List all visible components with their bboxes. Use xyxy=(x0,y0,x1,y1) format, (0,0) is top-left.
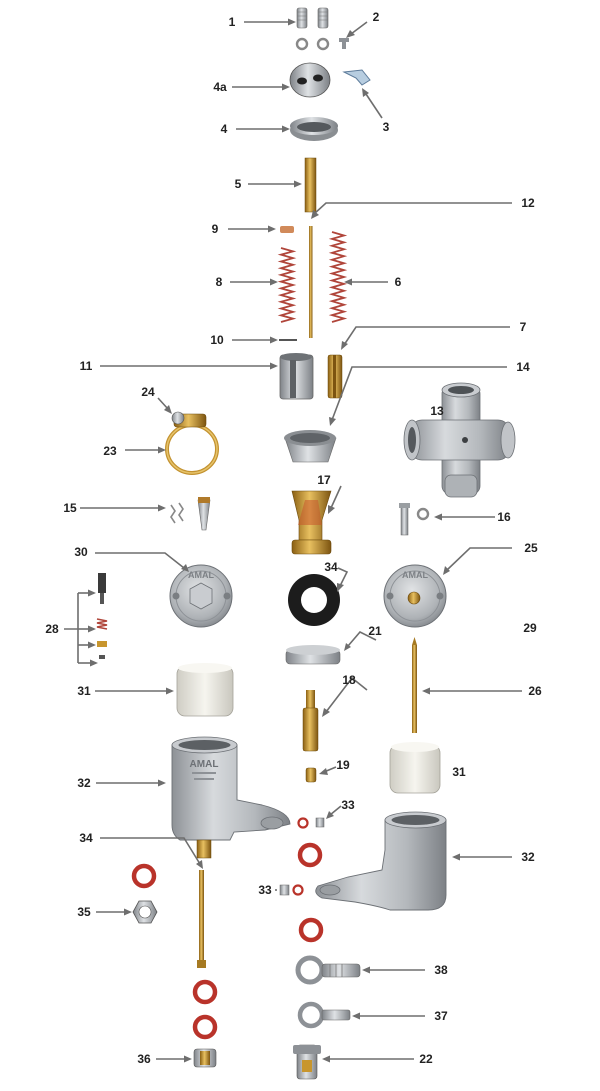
callout-labels: 1 2 4a 3 4 5 12 9 8 6 7 10 11 14 24 13 2… xyxy=(45,10,542,1066)
callout-31-right: 31 xyxy=(452,765,466,779)
leader-lines xyxy=(64,18,522,1063)
needle-icon xyxy=(309,226,313,338)
callout-34-lower: 34 xyxy=(79,831,93,845)
throttle-spring-icon xyxy=(277,247,297,323)
callout-34-upper: 34 xyxy=(324,560,338,574)
body-screw-icon xyxy=(399,503,430,536)
jet-holder-icon xyxy=(302,690,319,752)
callout-18: 18 xyxy=(342,673,356,687)
callout-17: 17 xyxy=(317,473,331,487)
tickler-assembly-icon xyxy=(96,573,108,659)
needle-clip-icon xyxy=(280,226,294,233)
callout-36: 36 xyxy=(137,1052,151,1066)
banjo-icon xyxy=(295,955,361,985)
callout-4: 4 xyxy=(221,122,228,136)
svg-text:AMAL: AMAL xyxy=(190,759,219,770)
callout-9: 9 xyxy=(212,222,219,236)
pilot-screw-icon xyxy=(170,497,211,531)
callout-11: 11 xyxy=(80,359,93,373)
mixing-chamber-top-icon xyxy=(289,62,331,98)
air-slide-icon xyxy=(327,354,343,399)
jet-tube-icon xyxy=(197,870,206,968)
jet-holder-nut-icon xyxy=(193,1048,217,1068)
svg-text:AMAL: AMAL xyxy=(188,570,214,580)
callout-10: 10 xyxy=(210,333,224,347)
air-spring-icon xyxy=(328,231,348,323)
clamp-ring-icon xyxy=(165,411,219,475)
callout-4a: 4a xyxy=(213,80,227,94)
callout-32-right: 32 xyxy=(521,850,535,864)
float-chamber-icon: AMAL xyxy=(171,736,291,859)
gasket-icon xyxy=(288,574,340,626)
float-chamber-cover-icon: AMAL xyxy=(169,564,233,628)
callout-2: 2 xyxy=(373,10,380,24)
cable-adjuster-clip-icon xyxy=(342,69,371,86)
callout-29: 29 xyxy=(523,621,537,635)
callout-16: 16 xyxy=(497,510,511,524)
callout-35: 35 xyxy=(77,905,91,919)
svg-text:AMAL: AMAL xyxy=(402,570,428,580)
callout-28: 28 xyxy=(45,622,59,636)
float-chamber-icon-right xyxy=(315,811,447,911)
drain-screw-icon xyxy=(297,817,325,829)
callout-8: 8 xyxy=(216,275,223,289)
hex-nut-icon xyxy=(132,900,158,924)
fibre-washer-icon xyxy=(131,842,324,1040)
jet-block-icon xyxy=(291,490,332,555)
slide-icon xyxy=(279,353,314,400)
callout-23: 23 xyxy=(103,444,117,458)
grub-screw-icon xyxy=(339,38,349,49)
pin-icon xyxy=(279,339,297,341)
callout-33-lower: 33 xyxy=(258,883,272,897)
callout-13: 13 xyxy=(430,404,444,418)
callout-6: 6 xyxy=(395,275,402,289)
callout-15: 15 xyxy=(63,501,77,515)
banjo-bolt-icon xyxy=(293,1044,321,1080)
callout-3: 3 xyxy=(383,120,390,134)
callout-38: 38 xyxy=(434,963,448,977)
callout-19: 19 xyxy=(336,758,350,772)
callout-32-left: 32 xyxy=(77,776,91,790)
callout-12: 12 xyxy=(521,196,535,210)
main-jet-icon xyxy=(305,767,317,783)
needle-jet-tube-icon xyxy=(304,157,317,213)
jet-block-ring-icon xyxy=(284,430,337,463)
carburettor-body-icon xyxy=(403,382,516,498)
callout-22: 22 xyxy=(419,1052,433,1066)
callout-1: 1 xyxy=(229,15,236,29)
callout-31-left: 31 xyxy=(77,684,91,698)
callout-5: 5 xyxy=(235,177,242,191)
callout-30: 30 xyxy=(74,545,88,559)
float-icon xyxy=(176,663,234,717)
callout-24: 24 xyxy=(141,385,155,399)
banjo-small-icon xyxy=(297,1001,351,1029)
callout-25: 25 xyxy=(524,541,538,555)
top-ring-icon xyxy=(290,117,338,141)
float-needle-icon xyxy=(412,637,417,733)
callout-26: 26 xyxy=(528,684,542,698)
screw-icon xyxy=(295,7,330,51)
callout-33-upper: 33 xyxy=(341,798,355,812)
callout-37: 37 xyxy=(434,1009,448,1023)
callout-7: 7 xyxy=(520,320,527,334)
jet-holder-cap-icon xyxy=(285,645,341,665)
callout-21: 21 xyxy=(368,624,382,638)
float-icon-right xyxy=(389,742,441,794)
float-chamber-cover-brass-icon: AMAL xyxy=(383,564,447,628)
callout-14: 14 xyxy=(516,360,530,374)
drain-screw-icon-lower xyxy=(279,884,304,896)
